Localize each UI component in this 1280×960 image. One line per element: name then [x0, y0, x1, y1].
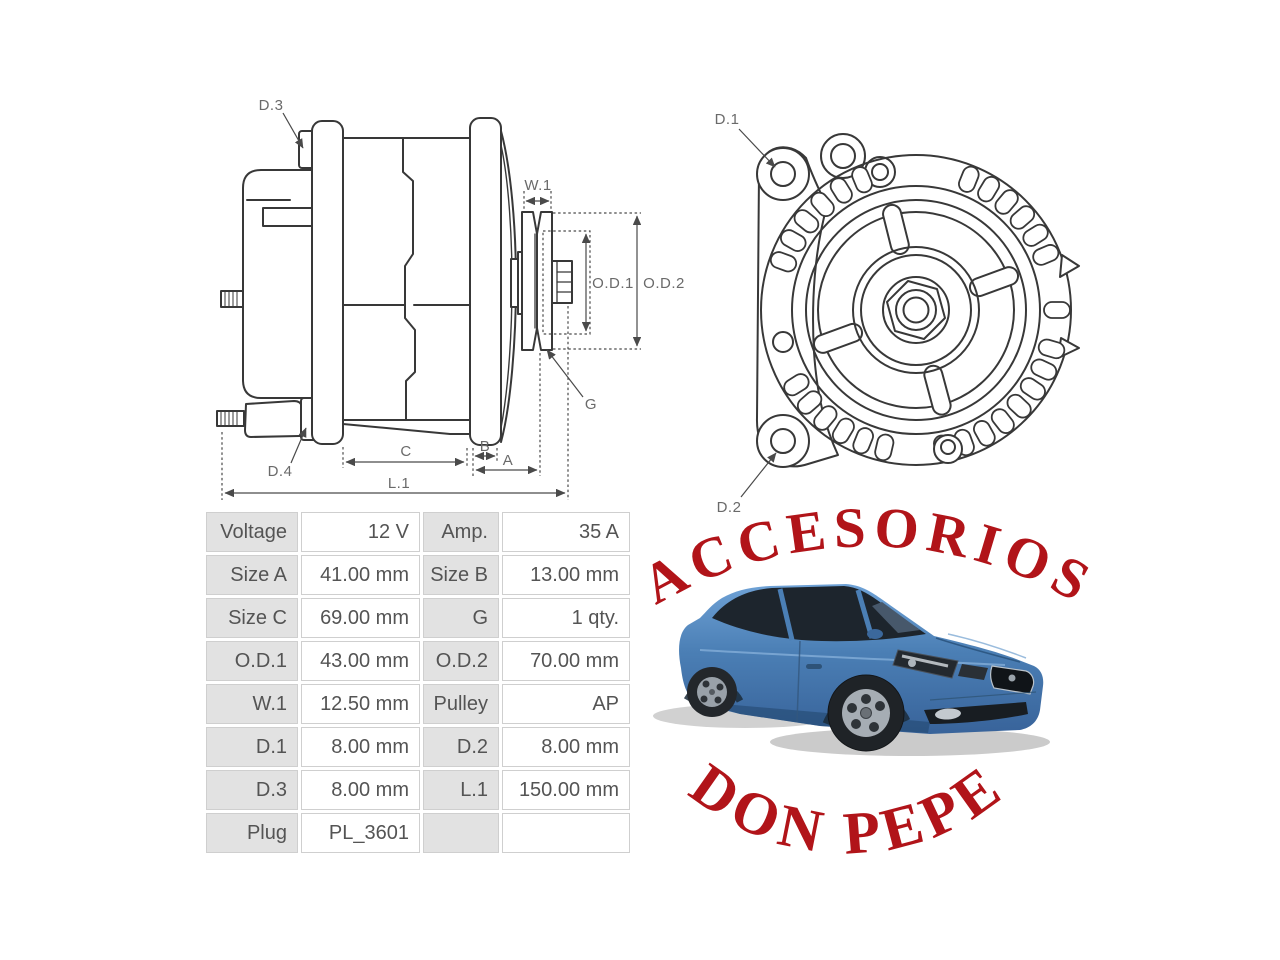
spec-label: [423, 813, 499, 853]
front-wheel: [827, 674, 905, 752]
spec-table: Voltage 12 V Amp. 35 A Size A 41.00 mm S…: [206, 512, 630, 853]
brand-arc-bottom-text: DON PEPE: [679, 751, 1016, 867]
stator-body: [342, 137, 471, 435]
rim-tab-1: [1059, 254, 1080, 278]
rear-mount-bar: [311, 120, 344, 445]
dim-label-d3: D.3: [259, 97, 284, 114]
dim-label-a: A: [503, 452, 514, 469]
car-photo: [653, 584, 1050, 756]
spec-value: [502, 813, 630, 853]
spec-value: 69.00 mm: [301, 598, 420, 638]
spec-value: 12.50 mm: [301, 684, 420, 724]
spec-value: 150.00 mm: [502, 770, 630, 810]
spec-value: 70.00 mm: [502, 641, 630, 681]
a-pillar: [855, 589, 875, 639]
brand-badge: ACCESORIOS DON PEPE: [632, 496, 1098, 867]
vent-slots: [767, 163, 1071, 464]
spec-value: 8.00 mm: [301, 727, 420, 767]
spec-label: Plug: [206, 813, 298, 853]
fan-ring-inner: [817, 211, 1015, 409]
terminal-stud-mid: [220, 290, 244, 308]
spec-value: 13.00 mm: [502, 555, 630, 595]
car-windows: [712, 586, 926, 642]
fan-ring-outer: [805, 199, 1027, 421]
alternator-front-drawing: [755, 133, 1080, 468]
spec-label: O.D.1: [206, 641, 298, 681]
hole-top-lug-2: [871, 163, 889, 181]
dim-label-w1: W.1: [524, 177, 551, 194]
spec-value: 8.00 mm: [301, 770, 420, 810]
brand-emblem: [1008, 674, 1016, 682]
hole-d1: [770, 161, 796, 187]
hub-ring-outer: [852, 246, 980, 374]
pulley: [521, 211, 553, 351]
spec-label: Size B: [423, 555, 499, 595]
hole-left-mid: [772, 331, 794, 353]
b-pillar: [777, 588, 795, 641]
dim-label-d2: D.2: [717, 499, 742, 516]
hole-top-lug: [830, 143, 856, 169]
shaft-end: [902, 296, 930, 324]
side-view-diagram: D.3 D.4 W.1 O.D.1 O.D.2 G C B A L.1: [216, 97, 685, 500]
spec-label: G: [423, 598, 499, 638]
rear-wheel: [687, 667, 737, 717]
dim-label-od2: O.D.2: [643, 275, 685, 292]
dim-label-d4: D.4: [268, 463, 293, 480]
headlight-glint: [901, 654, 949, 668]
spec-value: PL_3601: [301, 813, 420, 853]
headlight-lens: [908, 659, 916, 667]
spec-label: O.D.2: [423, 641, 499, 681]
spec-value: 12 V: [301, 512, 420, 552]
spec-label: Pulley: [423, 684, 499, 724]
hole-d2: [770, 428, 796, 454]
brand-arc-bottom: DON PEPE: [679, 751, 1010, 867]
spec-label: Voltage: [206, 512, 298, 552]
spec-value: 35 A: [502, 512, 630, 552]
dim-label-l1: L.1: [388, 475, 410, 492]
spec-value: 8.00 mm: [502, 727, 630, 767]
windshield-reflection: [872, 602, 920, 633]
alternator-side-drawing: [216, 117, 573, 446]
spec-label: D.3: [206, 770, 298, 810]
housing-rim: [760, 154, 1072, 466]
side-mirror: [867, 629, 883, 639]
spec-value: AP: [502, 684, 630, 724]
spec-label: W.1: [206, 684, 298, 724]
dimension-lines: [221, 112, 642, 500]
door-handle: [806, 664, 822, 669]
spec-label: D.1: [206, 727, 298, 767]
dim-label-b: B: [480, 438, 491, 455]
rear-housing: [242, 169, 313, 399]
dim-label-c: C: [400, 443, 411, 460]
body-crease: [699, 649, 1006, 666]
spec-label: Amp.: [423, 512, 499, 552]
hole-bottom-lug: [940, 439, 956, 455]
fog-light: [935, 708, 961, 720]
spec-label: D.2: [423, 727, 499, 767]
front-leaders: [738, 128, 777, 498]
spec-value: 43.00 mm: [301, 641, 420, 681]
bumper-line: [929, 691, 1037, 701]
spec-label: Size A: [206, 555, 298, 595]
plug-body: [244, 400, 307, 438]
dim-label-od1: O.D.1: [592, 275, 634, 292]
spec-label: L.1: [423, 770, 499, 810]
hood-highlight: [947, 633, 1027, 659]
terminal-stud-bottom: [216, 410, 245, 427]
hood-line: [935, 637, 1021, 663]
dim-label-d1: D.1: [715, 111, 740, 128]
hub-ring-inner: [860, 254, 972, 366]
spokes: [812, 203, 1020, 416]
spec-value: 1 qty.: [502, 598, 630, 638]
front-view-diagram: D.1 D.2: [715, 111, 1080, 516]
door-seam: [796, 640, 801, 723]
dim-label-g: G: [585, 396, 597, 413]
front-mount-bar: [469, 117, 502, 446]
spec-value: 41.00 mm: [301, 555, 420, 595]
headlight-2: [958, 664, 988, 680]
spec-label: Size C: [206, 598, 298, 638]
pulley-hub: [551, 260, 573, 304]
slot-ring-inner: [791, 185, 1041, 435]
